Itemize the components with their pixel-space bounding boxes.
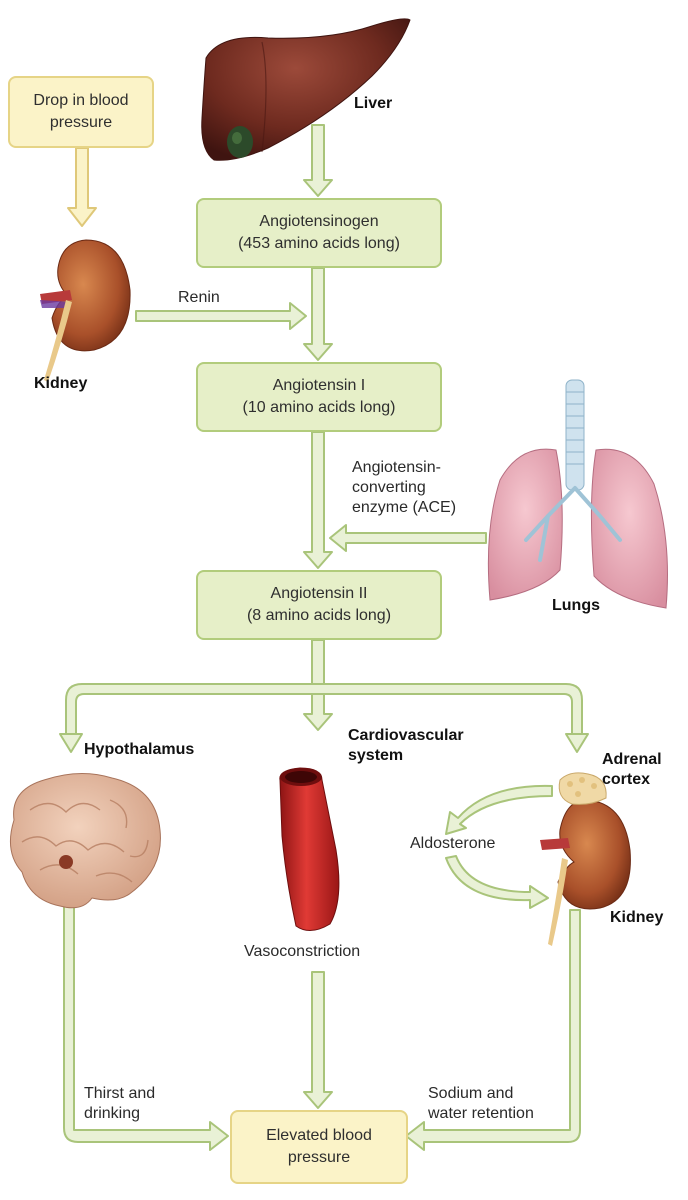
- arrow-angiotensin2-stem: [311, 639, 325, 685]
- drop-in-bp-box: Drop in blood pressure: [8, 76, 154, 148]
- arrow-ace: [329, 524, 487, 552]
- elevated-bp-line1: Elevated blood: [266, 1127, 372, 1144]
- arrow-drop-to-kidney: [67, 147, 97, 227]
- angiotensin2-line1: Angiotensin II: [270, 585, 368, 602]
- renin-label: Renin: [178, 289, 220, 306]
- vasoconstriction-label: Vasoconstriction: [244, 943, 361, 960]
- arrow-to-cardiovascular: [303, 693, 333, 731]
- arrow-to-hypothalamus: [59, 733, 83, 753]
- arrow-angiotensinogen-to-angiotensin1: [303, 267, 333, 361]
- lungs-label: Lungs: [552, 597, 600, 614]
- kidney-right-label: Kidney: [610, 909, 664, 926]
- cardiovascular-label: Cardiovascular system: [348, 727, 464, 764]
- liver-icon: [201, 18, 411, 161]
- kidney-adrenal-icon: [540, 772, 631, 946]
- angiotensinogen-line1: Angiotensinogen: [259, 213, 379, 230]
- adrenal-label: Adrenal cortex: [602, 751, 662, 788]
- drop-in-bp-line1: Drop in blood: [33, 92, 129, 109]
- angiotensin1-box: Angiotensin I (10 amino acids long): [196, 362, 442, 432]
- angiotensin1-line1: Angiotensin I: [272, 377, 366, 394]
- arrow-aldosterone-bottom: [445, 855, 549, 909]
- blood-vessel-icon: [279, 767, 340, 931]
- brain-icon: [9, 772, 161, 909]
- angiotensin2-line2: (8 amino acids long): [246, 607, 392, 624]
- ace-label: Angiotensin- converting enzyme (ACE): [352, 459, 457, 516]
- aldosterone-label: Aldosterone: [410, 835, 496, 852]
- arrow-to-adrenal: [565, 733, 589, 753]
- liver-label: Liver: [354, 95, 393, 112]
- arrow-thirst: [63, 869, 229, 1151]
- arrows: [59, 124, 589, 1151]
- elevated-bp-box: Elevated blood pressure: [230, 1110, 408, 1184]
- kidney-icon: [40, 239, 131, 382]
- arrow-angiotensin1-to-angiotensin2: [303, 431, 333, 569]
- elevated-bp-line2: pressure: [287, 1149, 351, 1166]
- arrow-vasoconstriction: [303, 971, 333, 1109]
- hypothalamus-label: Hypothalamus: [84, 741, 195, 758]
- lungs-icon: [487, 379, 668, 609]
- sodium-label: Sodium and water retention: [428, 1085, 534, 1122]
- arrow-liver-to-angiotensinogen: [303, 124, 333, 197]
- arrow-sodium: [405, 909, 581, 1151]
- angiotensinogen-box: Angiotensinogen (453 amino acids long): [196, 198, 442, 268]
- angiotensin1-line2: (10 amino acids long): [242, 399, 396, 416]
- angiotensinogen-line2: (453 amino acids long): [238, 235, 400, 252]
- angiotensin2-box: Angiotensin II (8 amino acids long): [196, 570, 442, 640]
- thirst-label: Thirst and drinking: [84, 1085, 156, 1122]
- arrow-aldosterone-top: [445, 784, 553, 835]
- arrow-renin: [135, 302, 307, 330]
- drop-in-bp-line2: pressure: [49, 114, 113, 131]
- kidney-left-label: Kidney: [34, 375, 88, 392]
